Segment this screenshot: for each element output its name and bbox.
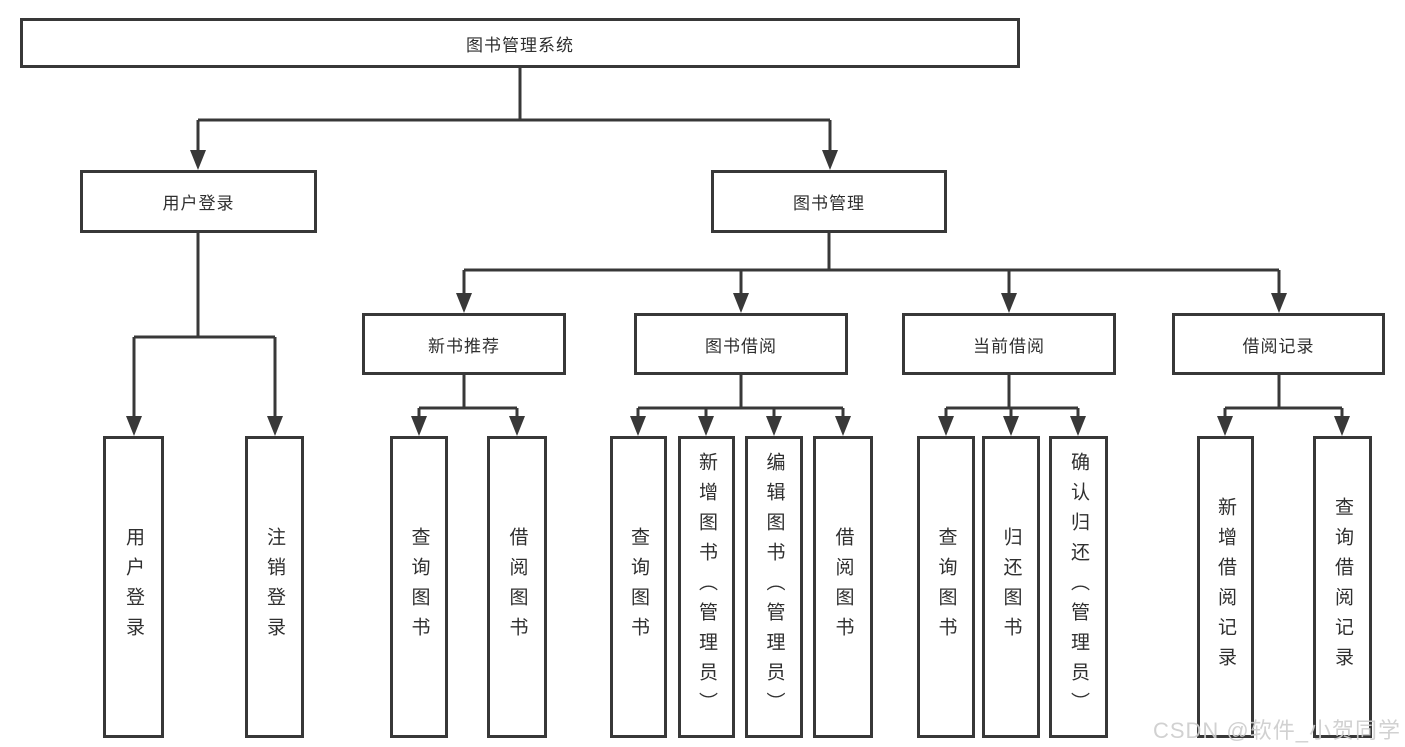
- node-new-book-recommendation: 新书推荐: [362, 313, 566, 375]
- node-book-management: 图书管理: [711, 170, 947, 233]
- leaf-search-borrow-record: 查询借阅记录: [1313, 436, 1372, 738]
- node-book-borrowing: 图书借阅: [634, 313, 848, 375]
- leaf-edit-books-admin: 编辑图书（管理员）: [745, 436, 803, 738]
- node-borrowing-records: 借阅记录: [1172, 313, 1385, 375]
- leaf-add-books-admin: 新增图书（管理员）: [678, 436, 735, 738]
- node-user-login: 用户登录: [80, 170, 317, 233]
- node-library-management-system: 图书管理系统: [20, 18, 1020, 68]
- leaf-search-books-2: 查询图书: [610, 436, 667, 738]
- leaf-add-borrow-record: 新增借阅记录: [1197, 436, 1254, 738]
- leaf-return-books: 归还图书: [982, 436, 1040, 738]
- leaf-borrow-books-1: 借阅图书: [487, 436, 547, 738]
- leaf-logout: 注销登录: [245, 436, 304, 738]
- leaf-user-login: 用户登录: [103, 436, 164, 738]
- leaf-search-books-3: 查询图书: [917, 436, 975, 738]
- leaf-borrow-books-2: 借阅图书: [813, 436, 873, 738]
- node-current-borrowing: 当前借阅: [902, 313, 1116, 375]
- csdn-watermark: CSDN @软件_小贺同学: [1152, 718, 1401, 743]
- leaf-confirm-return-admin: 确认归还（管理员）: [1049, 436, 1108, 738]
- leaf-search-books-1: 查询图书: [390, 436, 448, 738]
